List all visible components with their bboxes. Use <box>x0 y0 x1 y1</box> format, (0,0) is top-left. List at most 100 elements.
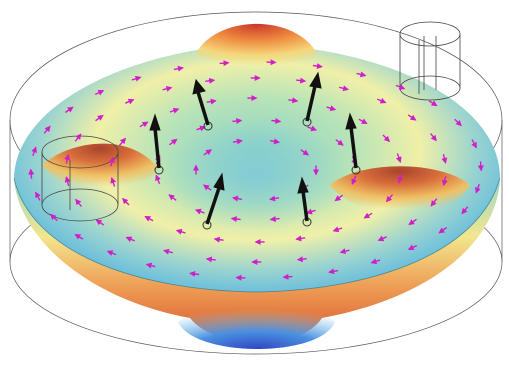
tangential-arrow <box>363 212 373 219</box>
tangential-arrow <box>269 216 280 222</box>
tangential-arrow <box>385 194 394 203</box>
tangential-arrow <box>428 100 438 107</box>
tangential-arrow <box>74 233 84 240</box>
tangential-arrow <box>296 256 307 263</box>
disk-rim <box>13 177 501 293</box>
tangential-arrow <box>213 236 224 243</box>
tangential-arrow <box>475 183 481 194</box>
tangential-arrow <box>296 77 307 84</box>
tangential-arrow <box>351 175 357 186</box>
force-arrows <box>149 71 361 230</box>
disk-front-wall <box>14 180 500 343</box>
tangential-arrow <box>377 97 387 104</box>
tangential-arrow <box>50 213 58 222</box>
tangential-arrow <box>395 153 402 163</box>
tangential-arrow <box>145 262 156 269</box>
tangential-arrow <box>162 85 173 92</box>
tangential-arrow <box>155 174 161 185</box>
tangential-arrow <box>326 105 337 112</box>
force-arrow <box>297 176 312 227</box>
tangential-arrow <box>131 75 142 82</box>
tangential-arrow <box>441 176 448 187</box>
tangential-arrow <box>35 191 41 201</box>
tangential-arrow <box>307 125 318 132</box>
tangential-arrow <box>471 139 477 149</box>
tangential-arrow <box>169 107 180 114</box>
tangential-arrow <box>408 218 417 226</box>
tangential-arrow <box>441 154 448 164</box>
tangential-arrow <box>163 248 173 255</box>
tangential-arrow <box>202 184 212 191</box>
tangential-arrow <box>438 226 448 234</box>
force-arrow <box>202 172 225 230</box>
tangential-arrow <box>121 197 130 206</box>
tangential-arrow <box>230 216 241 223</box>
tangential-arrow <box>108 156 115 167</box>
tangential-arrow <box>205 77 216 84</box>
tangential-arrow <box>300 149 310 156</box>
force-arrow <box>192 78 213 131</box>
tangential-arrow <box>31 146 37 157</box>
tangential-arrow <box>219 60 230 67</box>
force-arrow <box>345 112 361 175</box>
tangential-arrow <box>125 98 135 105</box>
tangential-arrow <box>232 118 243 124</box>
cylinder-left <box>41 135 119 222</box>
tangential-arrow <box>430 198 438 207</box>
tangential-arrow <box>173 65 184 72</box>
tangential-arrow <box>232 195 243 202</box>
tangential-arrow <box>334 194 344 202</box>
tangential-arrow <box>64 106 74 114</box>
tangential-arrow <box>335 139 344 146</box>
tangential-arrow <box>194 208 205 215</box>
tangential-arrow <box>168 194 177 201</box>
tangential-arrow <box>110 177 117 187</box>
tangential-arrow <box>397 173 404 184</box>
tangential-arrow <box>206 98 217 105</box>
tangential-arrow <box>94 89 105 96</box>
tangential-arrow <box>332 226 343 233</box>
force-arrow <box>302 71 322 127</box>
tangential-arrow <box>144 215 154 222</box>
tangential-arrow <box>312 63 323 70</box>
tangential-arrow <box>269 195 280 202</box>
tangential-arrow-field <box>28 59 484 281</box>
tangential-arrow <box>358 118 368 125</box>
tangential-arrow <box>382 134 391 143</box>
tangential-arrow <box>295 235 306 242</box>
tangential-arrow <box>477 161 484 172</box>
tangential-arrow <box>125 236 135 243</box>
tangential-arrow <box>306 208 316 215</box>
tangential-arrow <box>269 138 280 145</box>
back-peak <box>195 23 318 68</box>
tangential-arrow <box>175 228 186 235</box>
tangential-arrow <box>356 71 367 78</box>
tangential-arrow <box>407 244 418 251</box>
tangential-arrow <box>118 137 127 146</box>
tangential-arrow <box>339 85 349 92</box>
tangential-arrow <box>395 84 406 90</box>
tangential-arrow <box>328 268 339 275</box>
deformed-disk-surface <box>13 23 501 349</box>
left-peak <box>42 143 158 192</box>
force-arrow <box>149 113 164 175</box>
tangential-arrow <box>75 198 82 207</box>
front-trough <box>178 305 335 349</box>
tangential-arrow <box>64 153 71 164</box>
tangential-arrow <box>377 235 387 242</box>
tangential-arrow <box>95 114 104 122</box>
tangential-arrow <box>232 138 243 145</box>
tangential-arrow <box>288 97 299 104</box>
tangential-arrow <box>139 121 149 128</box>
tangential-arrow <box>64 176 71 186</box>
tangential-arrow <box>189 270 200 277</box>
tangential-arrow <box>43 125 51 134</box>
tangential-arrow <box>271 117 282 124</box>
tangential-arrow <box>74 133 82 142</box>
tangential-arrow <box>454 118 462 127</box>
center-cool-region <box>161 120 351 230</box>
tangential-arrow <box>407 114 417 121</box>
tangential-arrow <box>28 168 35 179</box>
tangential-arrow <box>282 273 293 280</box>
tangential-arrow <box>370 258 381 265</box>
